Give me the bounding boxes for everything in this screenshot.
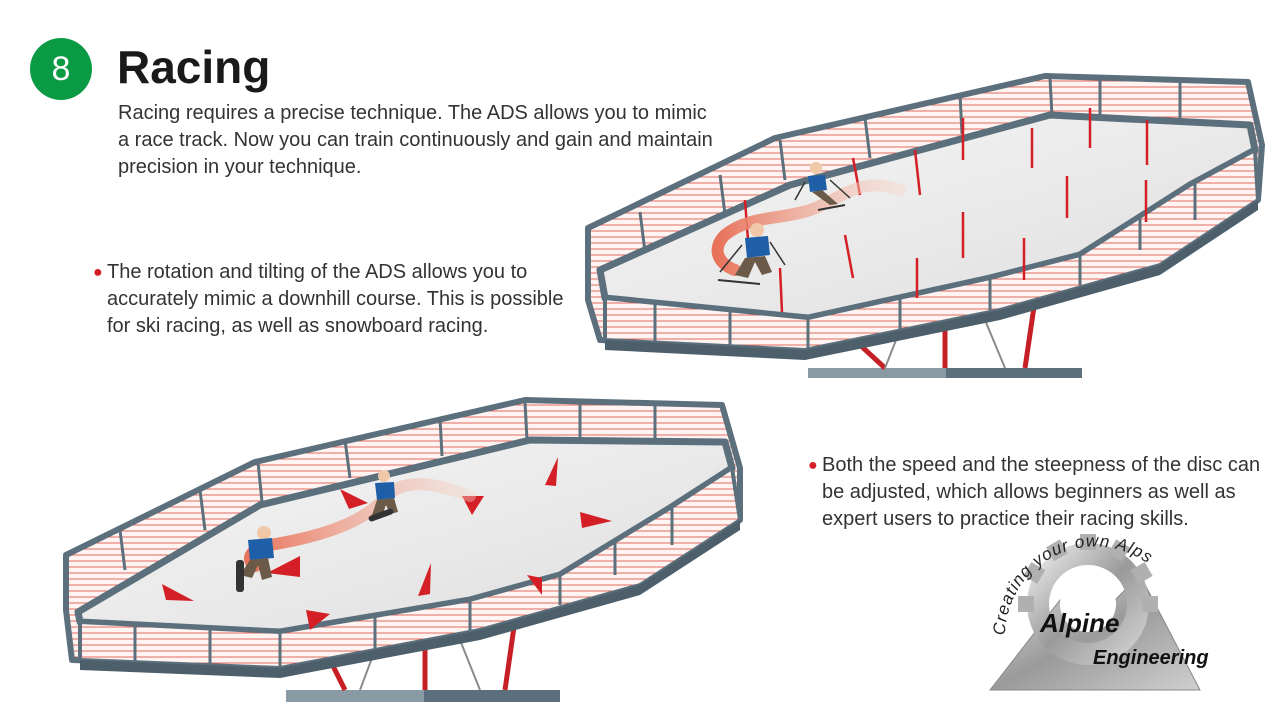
skier-figure [794,162,851,211]
page-title: Racing [117,41,271,93]
bullet-text: Both the speed and the steepness of the … [822,454,1261,530]
snowboarder-figure [236,526,274,592]
ads-snowboard-illustration [63,397,743,702]
ads-ski-illustration [585,73,1265,378]
alpine-engineering-logo: Creating your own Alps Alpine Engineerin… [988,531,1209,691]
logo-name-line2: Engineering [1093,647,1209,669]
bullet-speed: ● Both the speed and the steepness of th… [808,452,1262,533]
skier-figure [717,223,786,285]
bullet-dot-icon: ● [93,264,103,281]
snowboarder-figure [368,470,398,522]
bullet-dot-icon: ● [808,457,818,474]
base-plate [808,368,946,378]
intro-paragraph: Racing requires a precise technique. The… [118,102,713,178]
bullet-text: The rotation and tilting of the ADS allo… [107,261,564,337]
bullet-rotation: ● The rotation and tilting of the ADS al… [93,259,577,340]
base-plate [946,368,1082,378]
section-number-badge: 8 [30,38,92,100]
logo-name-line1: Alpine [1039,608,1119,638]
base-plate [424,690,560,702]
base-plate [286,690,424,702]
